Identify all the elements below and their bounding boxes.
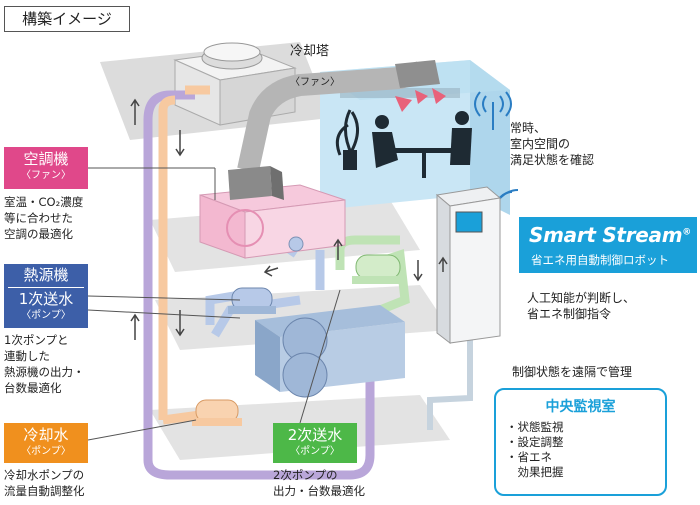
cooling-water-pump xyxy=(192,399,242,426)
cooling-water-desc: 冷却水ポンプの 流量自動調整化 xyxy=(4,468,85,498)
air-handler-unit xyxy=(199,166,346,259)
air-handler-tag: 空調機 〈ファン〉 xyxy=(4,147,88,189)
central-monitoring-list: ・状態監視 ・設定調整 ・省エネ 効果把握 xyxy=(506,420,564,480)
remote-management-text: 制御状態を遠隔で管理 xyxy=(512,365,633,379)
heat-source-tag-label: 熱源機 xyxy=(23,266,69,284)
air-duct xyxy=(237,61,424,173)
secondary-pump-unit xyxy=(352,254,404,284)
duct-outlet xyxy=(395,60,440,88)
heat-source-desc: 1次ポンプと 連動した 熱源機の出力・ 台数最適化 xyxy=(4,333,85,395)
list-item: ・設定調整 xyxy=(506,435,564,449)
smart-stream-badge: Smart Stream® 省エネ用自動制御ロボット xyxy=(519,217,697,273)
cooling-tower-label: 冷却塔 〈ファン〉 xyxy=(290,28,340,105)
cooling-tower-sub: 〈ファン〉 xyxy=(290,77,340,88)
smart-stream-brand-text: Smart Stream xyxy=(529,223,683,247)
control-cabinet xyxy=(435,186,502,345)
heat-source-tag-label2: 1次送水 xyxy=(8,287,84,309)
secondary-pump-tag-sub: 〈ポンプ〉 xyxy=(290,446,340,457)
leader-lines xyxy=(87,167,341,441)
heat-source-tag-sub: 〈ポンプ〉 xyxy=(21,310,71,321)
air-handler-tag-sub: 〈ファン〉 xyxy=(21,170,71,181)
airflow-arrows xyxy=(395,88,446,112)
cooling-water-tag-label: 冷却水 xyxy=(23,426,69,444)
air-handler-tag-label: 空調機 xyxy=(23,150,69,168)
valve xyxy=(288,236,304,252)
secondary-pump-tag: 2次送水 〈ポンプ〉 xyxy=(273,423,357,463)
cooling-water-tag-sub: 〈ポンプ〉 xyxy=(21,446,71,457)
wireless-antenna-icon xyxy=(474,91,512,130)
smart-stream-brand: Smart Stream® xyxy=(529,223,691,247)
diagram-title: 構築イメージ xyxy=(4,6,130,32)
smart-stream-reg: ® xyxy=(682,227,691,238)
central-monitoring-title: 中央監視室 xyxy=(545,399,616,415)
list-item: ・状態監視 xyxy=(506,420,564,434)
list-item: ・省エネ xyxy=(506,450,552,464)
air-handler-desc: 室温・CO₂濃度 等に合わせた 空調の最適化 xyxy=(4,195,84,241)
room-status-text: 常時、 室内空間の 満足状態を確認 xyxy=(510,121,595,167)
heat-source-unit xyxy=(255,305,405,398)
secondary-pump-tag-label: 2次送水 xyxy=(287,426,343,444)
cooling-tower-name: 冷却塔 xyxy=(290,44,330,59)
cooling-water-tag: 冷却水 〈ポンプ〉 xyxy=(4,423,88,463)
smart-stream-subtitle: 省エネ用自動制御ロボット xyxy=(531,253,669,267)
flow-arrows xyxy=(130,98,448,340)
heat-source-tag: 熱源機 1次送水 〈ポンプ〉 xyxy=(4,264,88,328)
smart-stream-desc: 人工知能が判断し、 省エネ制御指令 xyxy=(527,291,636,321)
list-item: 効果把握 xyxy=(506,465,564,479)
central-monitoring-box: 中央監視室 ・状態監視 ・設定調整 ・省エネ 効果把握 xyxy=(494,388,667,496)
secondary-pump-desc: 2次ポンプの 出力・台数最適化 xyxy=(273,468,365,498)
primary-pump xyxy=(228,287,276,314)
